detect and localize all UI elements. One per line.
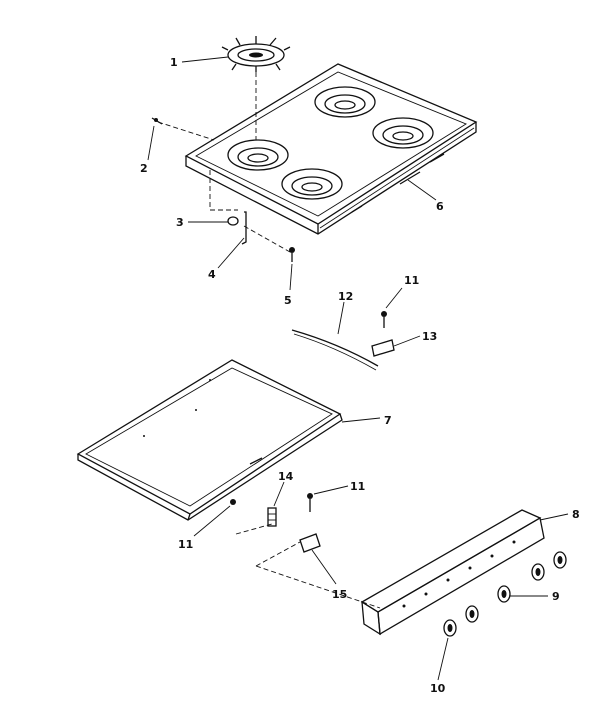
spacer-14	[267, 507, 277, 527]
callout-2: 2	[140, 162, 148, 175]
control-panel	[360, 509, 545, 636]
callout-14: 14	[278, 470, 294, 483]
burner-well-left	[227, 139, 289, 171]
callout-5: 5	[284, 294, 292, 307]
knob	[497, 585, 511, 603]
leader-lines	[147, 56, 569, 681]
callout-7: 7	[384, 414, 392, 427]
screw-5	[289, 247, 295, 262]
screw-11-left	[230, 499, 236, 505]
knob	[465, 605, 479, 623]
cooktop	[184, 63, 478, 235]
knob	[553, 551, 567, 569]
knob	[443, 619, 457, 637]
callout-11-upper: 11	[404, 274, 419, 287]
screw-2	[151, 117, 163, 125]
screw-11-lower	[307, 493, 313, 512]
callout-9: 9	[552, 590, 560, 603]
rod-12	[291, 329, 379, 371]
callout-13: 13	[422, 330, 437, 343]
clip-3	[227, 216, 239, 226]
burner-well-front	[281, 168, 343, 200]
burner-well-rear-right	[314, 86, 376, 118]
knob	[531, 563, 545, 581]
callout-12: 12	[338, 290, 353, 303]
bracket-13	[371, 339, 395, 357]
main-top-panel	[76, 359, 343, 521]
burner-well-right	[372, 117, 434, 149]
callout-11-lower: 11	[350, 480, 365, 493]
screw-11-upper	[381, 311, 387, 328]
callout-8: 8	[572, 508, 580, 521]
bracket-15	[299, 533, 321, 553]
callout-4: 4	[208, 268, 216, 281]
callout-15: 15	[332, 588, 347, 601]
callout-1: 1	[170, 56, 178, 69]
callout-10: 10	[430, 682, 446, 695]
callout-3: 3	[176, 216, 184, 229]
burner-grate	[221, 36, 291, 72]
callout-6: 6	[436, 200, 444, 213]
callout-11-left: 11	[178, 538, 193, 551]
bracket-4	[241, 211, 247, 245]
